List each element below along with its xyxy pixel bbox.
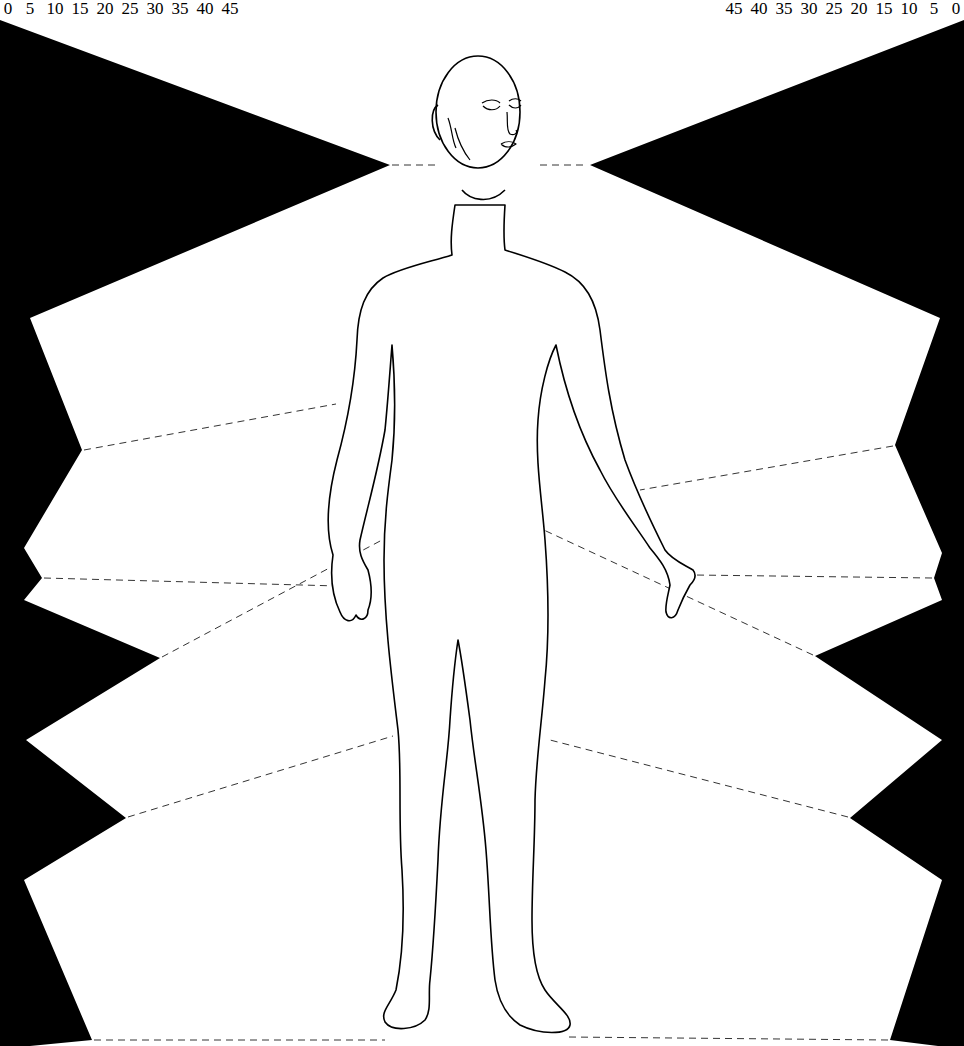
scale-number: 20 [96, 0, 115, 18]
scale-number: 15 [875, 0, 894, 18]
scale-number: 40 [196, 0, 215, 18]
scale-number: 0 [3, 0, 14, 18]
scale-number: 45 [725, 0, 744, 18]
guide-lines [44, 165, 932, 1040]
scale-number: 35 [775, 0, 794, 18]
scale-number: 45 [221, 0, 240, 18]
scale-number: 30 [800, 0, 819, 18]
scale-number: 0 [951, 0, 962, 18]
scale-number: 5 [25, 0, 36, 18]
scale-number: 25 [121, 0, 140, 18]
scale-number: 25 [825, 0, 844, 18]
scale-number: 5 [929, 0, 940, 18]
scale-number: 40 [750, 0, 769, 18]
scale-number: 20 [850, 0, 869, 18]
scale-number: 10 [46, 0, 65, 18]
human-figure [328, 56, 695, 1033]
scale-number: 35 [171, 0, 190, 18]
scale-number: 15 [71, 0, 90, 18]
scale-number: 30 [146, 0, 165, 18]
scale-number: 10 [900, 0, 919, 18]
